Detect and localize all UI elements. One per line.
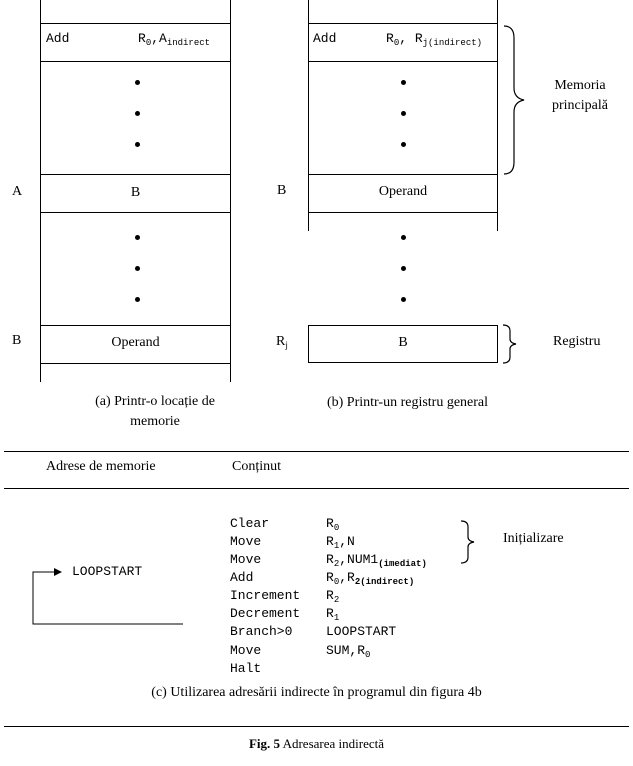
divider (40, 61, 231, 62)
ellipsis-dot (401, 111, 406, 116)
ellipsis-dot (401, 297, 406, 302)
caption-b: (b) Printr-un registru general (326, 395, 489, 410)
ellipsis-dot (135, 142, 140, 147)
col-header-content: Conținut (232, 459, 282, 474)
divider (308, 212, 498, 213)
cell-operand-b: Operand (378, 184, 428, 199)
cell-A-value: B (130, 185, 141, 200)
table-bottom-rule (4, 726, 629, 727)
caption-a: (a) Printr-o locație de memorie (95, 394, 215, 429)
ellipsis-dot (135, 235, 140, 240)
memory-a-left-border (40, 0, 41, 382)
brace-memory-label: Memoria principală (552, 78, 608, 113)
ellipsis-dot (401, 80, 406, 85)
brace-memory-icon (503, 25, 525, 175)
memory-b-left-border (308, 0, 309, 231)
cell-B-value: Operand (111, 335, 160, 350)
register-value: B (398, 335, 408, 350)
loopstart-label: LOOPSTART (72, 564, 143, 579)
ellipsis-dot (135, 111, 140, 116)
code-row: Halt (230, 661, 262, 672)
table-top-rule (4, 451, 629, 452)
instr-operands-b: R0, Rj(indirect) (386, 31, 483, 48)
ellipsis-dot (401, 142, 406, 147)
divider (40, 23, 231, 24)
ellipsis-dot (401, 266, 406, 271)
table-header-rule (4, 488, 629, 489)
divider (308, 23, 498, 24)
brace-register-icon (502, 324, 517, 364)
label-B-b: B (277, 183, 287, 198)
instr-operands-a: R0,Aindirect (138, 31, 211, 48)
ellipsis-dot (135, 266, 140, 271)
label-Rj: Rj (276, 334, 288, 350)
label-B: B (12, 333, 22, 348)
divider (308, 174, 498, 175)
divider (40, 325, 231, 326)
instr-op-a: Add (46, 31, 70, 46)
memory-a-right-border (230, 0, 231, 382)
divider (40, 174, 231, 175)
instr-op-b: Add (313, 31, 337, 46)
init-label: Inițializare (503, 531, 564, 546)
register-box (308, 325, 498, 363)
label-A: A (12, 184, 23, 199)
ellipsis-dot (401, 235, 406, 240)
memory-b-right-border (497, 0, 498, 231)
divider (40, 212, 231, 213)
brace-init-icon (460, 520, 475, 564)
loop-arrow-icon (32, 568, 183, 625)
caption-c: (c) Utilizarea adresării indirecte în pr… (151, 685, 482, 700)
brace-register-label: Registru (553, 334, 601, 349)
ellipsis-dot (135, 297, 140, 302)
col-header-addresses: Adrese de memorie (46, 459, 156, 474)
divider (308, 61, 498, 62)
figure-caption: Fig. 5 Adresarea indirectă (248, 736, 385, 751)
divider (40, 363, 231, 364)
ellipsis-dot (135, 80, 140, 85)
